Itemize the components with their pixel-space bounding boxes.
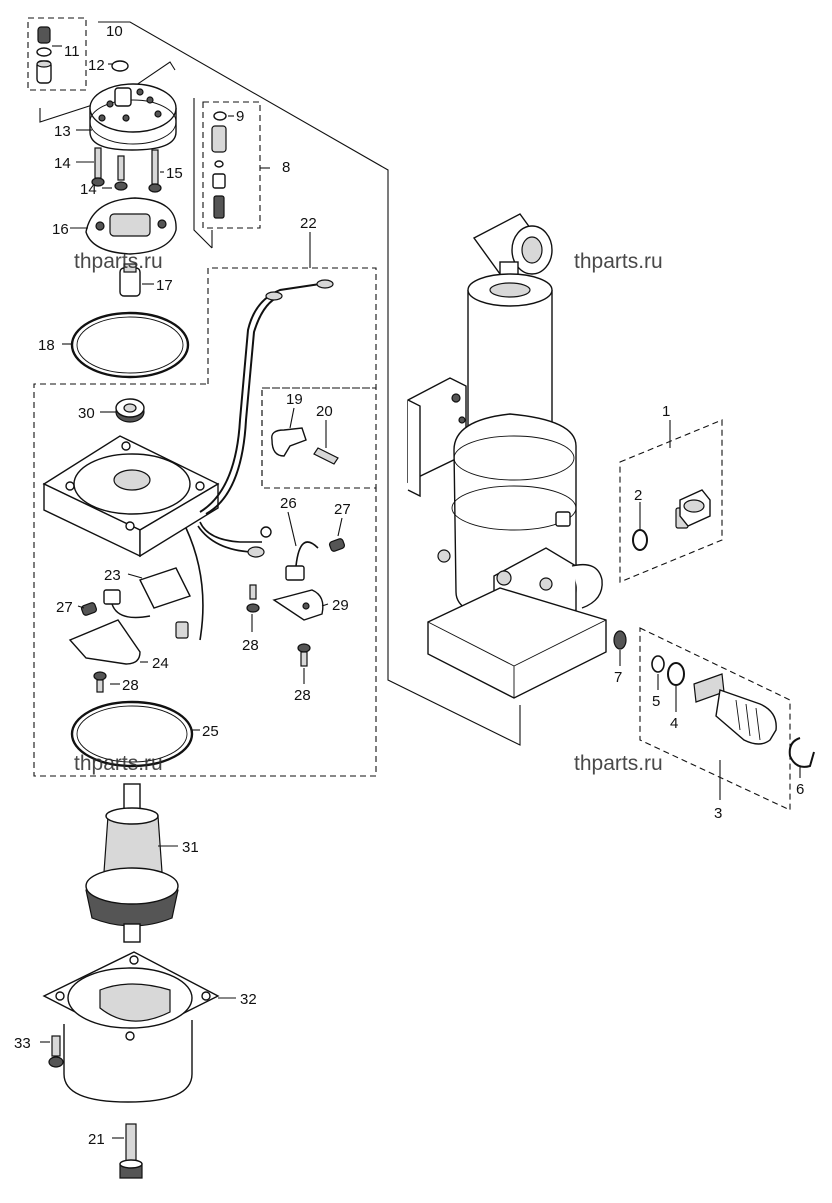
callout-26: 26 bbox=[280, 495, 297, 512]
callout-20: 20 bbox=[316, 403, 333, 420]
plug-17 bbox=[119, 263, 141, 297]
group-box-3 bbox=[639, 627, 791, 811]
o-ring-25 bbox=[70, 700, 194, 768]
callout-15: 15 bbox=[166, 165, 183, 182]
callout-19: 19 bbox=[286, 391, 303, 408]
screw-28b bbox=[93, 671, 107, 693]
callout-18: 18 bbox=[38, 337, 55, 354]
callout-12: 12 bbox=[88, 57, 105, 74]
clamp-19 bbox=[271, 427, 307, 457]
watermark-3: thparts.ru bbox=[74, 752, 163, 775]
callout-27a: 27 bbox=[334, 501, 351, 518]
plug-1 bbox=[675, 489, 711, 529]
bolt-14a bbox=[91, 147, 105, 187]
callout-11: 11 bbox=[64, 43, 80, 60]
callout-28c: 28 bbox=[294, 687, 311, 704]
callout-7: 7 bbox=[614, 669, 622, 686]
watermark-1: thparts.ru bbox=[74, 250, 163, 273]
armature-31 bbox=[85, 783, 179, 943]
plate-24 bbox=[68, 619, 189, 665]
motor-end-housing bbox=[42, 435, 220, 558]
callout-3: 3 bbox=[714, 805, 722, 822]
brush-holder-29 bbox=[272, 589, 324, 621]
callout-22: 22 bbox=[300, 215, 317, 232]
callout-16: 16 bbox=[52, 221, 69, 238]
callout-32: 32 bbox=[240, 991, 257, 1008]
brush-holder-23 bbox=[103, 567, 191, 619]
bolt-33 bbox=[48, 1035, 64, 1068]
callout-25: 25 bbox=[202, 723, 219, 740]
callout-17: 17 bbox=[156, 277, 173, 294]
callout-23: 23 bbox=[104, 567, 121, 584]
callout-28b: 28 bbox=[122, 677, 139, 694]
bolt-15 bbox=[148, 149, 162, 193]
bolt-21 bbox=[119, 1123, 143, 1179]
callout-21: 21 bbox=[88, 1131, 105, 1148]
assembly-line-8 bbox=[193, 98, 213, 249]
wire-harness-22 bbox=[185, 279, 334, 641]
callout-2: 2 bbox=[634, 487, 642, 504]
spring-27b bbox=[80, 602, 98, 616]
screw-28a bbox=[246, 584, 260, 613]
callout-5: 5 bbox=[652, 693, 660, 710]
callout-31: 31 bbox=[182, 839, 199, 856]
washer-2 bbox=[632, 529, 648, 551]
callout-1: 1 bbox=[662, 403, 670, 420]
bolt-14b bbox=[114, 155, 128, 191]
callout-10: 10 bbox=[106, 23, 123, 40]
callout-28a: 28 bbox=[242, 637, 259, 654]
group-box-19-20 bbox=[261, 387, 377, 489]
nut-7 bbox=[613, 630, 627, 650]
trim-cylinder-body bbox=[407, 213, 607, 699]
valve-assembly-3 bbox=[651, 655, 815, 768]
spring-27a bbox=[328, 538, 346, 552]
leader-lines bbox=[40, 45, 801, 1139]
end-plate-16 bbox=[85, 197, 177, 255]
callout-4: 4 bbox=[670, 715, 678, 732]
group-box-1 bbox=[619, 419, 723, 583]
callout-8: 8 bbox=[282, 159, 290, 176]
callout-14a: 14 bbox=[54, 155, 71, 172]
callout-30: 30 bbox=[78, 405, 95, 422]
screw-28c bbox=[297, 643, 311, 667]
assembly-line-top bbox=[98, 21, 521, 746]
screw-20 bbox=[313, 447, 339, 465]
group-box-22 bbox=[33, 267, 377, 777]
callout-24: 24 bbox=[152, 655, 169, 672]
group-box-10 bbox=[27, 17, 87, 91]
o-ring-18 bbox=[70, 311, 190, 379]
reservoir-cap-13 bbox=[89, 83, 177, 151]
valve-8 bbox=[211, 111, 227, 219]
callout-14b: 14 bbox=[80, 181, 97, 198]
callout-27b: 27 bbox=[56, 599, 73, 616]
group-box-8 bbox=[202, 101, 261, 229]
brush-26 bbox=[285, 541, 319, 581]
callout-9: 9 bbox=[236, 108, 244, 125]
motor-housing-32 bbox=[42, 951, 220, 1103]
callout-33: 33 bbox=[14, 1035, 31, 1052]
callout-13: 13 bbox=[54, 123, 71, 140]
callout-6: 6 bbox=[796, 781, 804, 798]
callout-29: 29 bbox=[332, 597, 349, 614]
o-ring-12 bbox=[111, 60, 129, 72]
spring-10 bbox=[36, 26, 52, 84]
bearing-30 bbox=[115, 398, 145, 423]
watermark-2: thparts.ru bbox=[574, 250, 663, 273]
watermark-4: thparts.ru bbox=[574, 752, 663, 775]
